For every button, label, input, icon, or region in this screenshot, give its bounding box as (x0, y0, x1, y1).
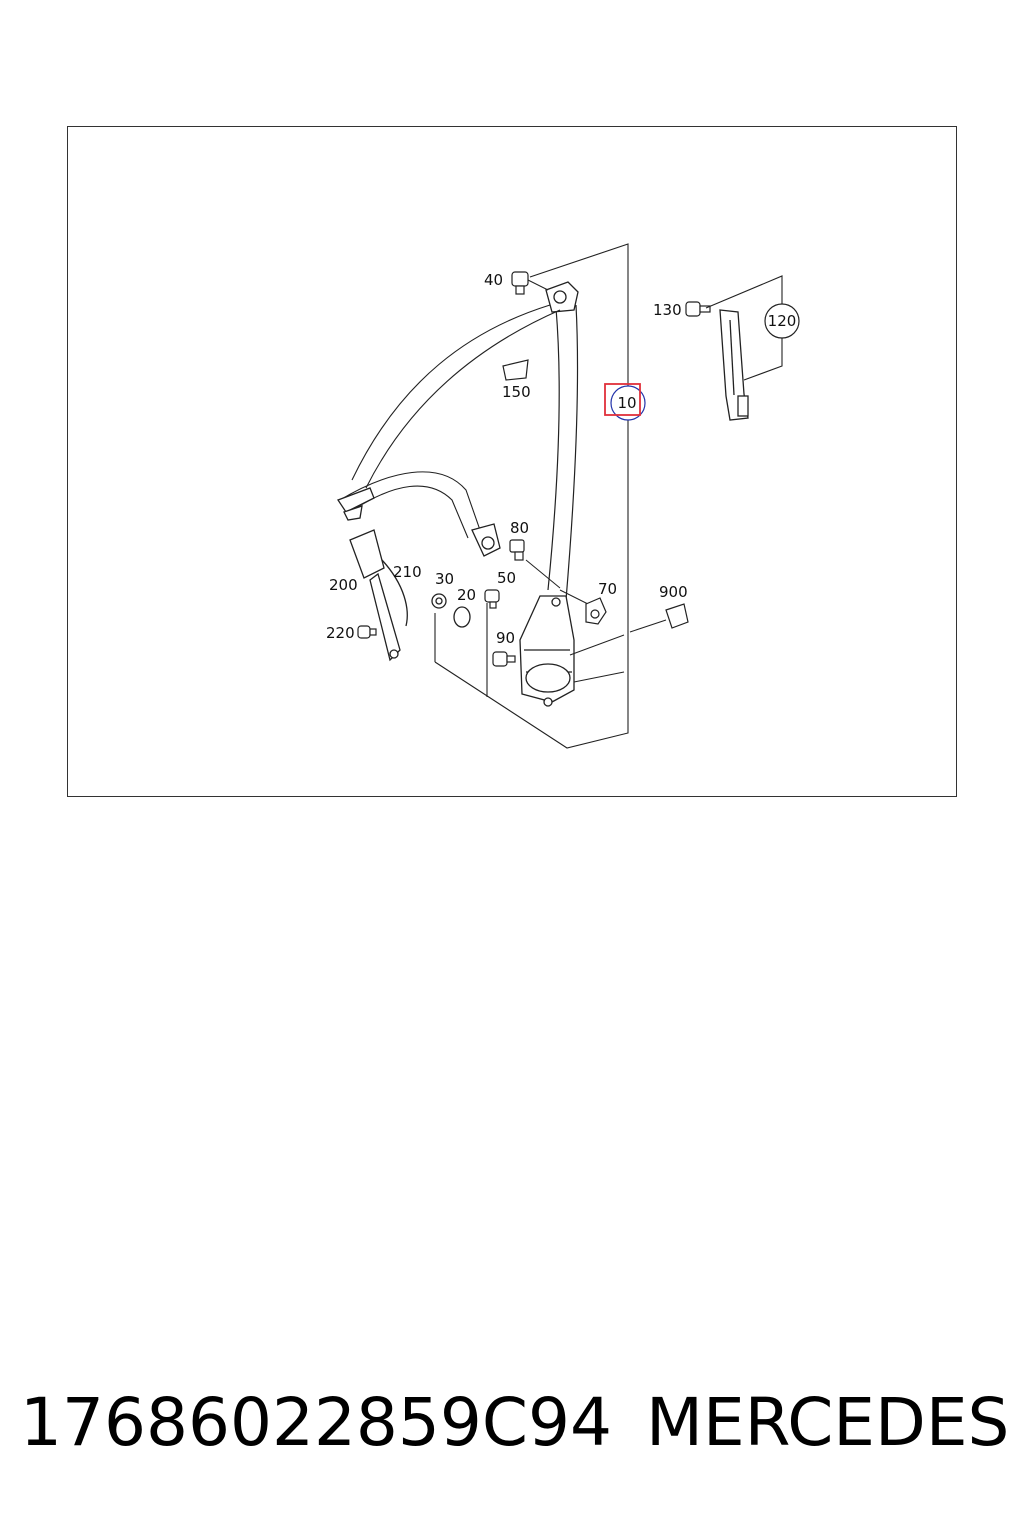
lap-belt-end-anchor (471, 523, 501, 557)
belt-strap-vertical (547, 304, 579, 601)
cover-150 (502, 359, 529, 381)
leader-40 (527, 279, 549, 291)
callout-200: 200 (329, 576, 358, 594)
bolt-90 (492, 651, 516, 667)
cable-210 (381, 559, 408, 627)
callout-90: 90 (496, 629, 515, 647)
bolt-130 (685, 301, 711, 317)
retractor (519, 595, 575, 707)
callout-10-ring (610, 385, 646, 421)
callout-80: 80 (510, 519, 529, 537)
assembly-panel-outline (434, 243, 629, 749)
diagram-frame (67, 126, 957, 797)
callout-20: 20 (457, 586, 476, 604)
bolt-80 (509, 539, 525, 561)
callout-50: 50 (497, 569, 516, 587)
bolt-40 (511, 271, 529, 295)
callout-10-highlight[interactable] (604, 383, 641, 416)
shoulder-belt (351, 304, 561, 489)
callout-120: 120 (768, 312, 797, 330)
ring-20 (453, 606, 471, 628)
bolt-50 (484, 589, 500, 609)
upper-d-ring-anchor (545, 281, 579, 313)
part-70 (585, 597, 607, 625)
leader-900 (629, 619, 667, 633)
callout-900: 900 (659, 583, 688, 601)
callout-120-ring (764, 303, 800, 339)
callout-40: 40 (484, 271, 503, 289)
latch-plate (337, 487, 375, 521)
callout-70: 70 (598, 580, 617, 598)
brand-name: MERCEDES (646, 1384, 1010, 1461)
callout-150: 150 (502, 383, 531, 401)
callout-30: 30 (435, 570, 454, 588)
seat-belt-exploded-diagram: 40 150 80 50 30 20 90 70 900 130 210 200… (326, 243, 800, 749)
part-900 (665, 603, 689, 629)
callout-130: 130 (653, 301, 682, 319)
callout-220: 220 (326, 624, 355, 642)
footer: 17686022859C94 MERCEDES (20, 1378, 1010, 1468)
buckle-200 (349, 529, 401, 662)
retractor-leader-lines (525, 559, 625, 683)
washer-30 (431, 593, 447, 609)
bolt-220 (357, 625, 377, 639)
callout-210: 210 (393, 563, 422, 581)
height-adjuster-rail-120 (719, 309, 749, 421)
callout-10: 10 (617, 394, 636, 412)
part-number: 17686022859C94 (20, 1384, 612, 1461)
